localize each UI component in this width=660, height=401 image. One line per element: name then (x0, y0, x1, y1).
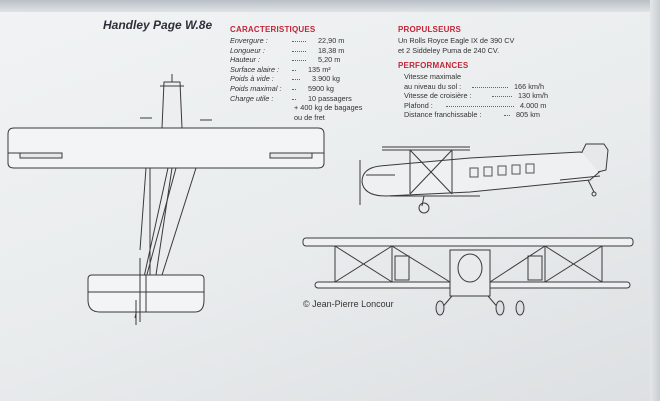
spec-value: 5,20 m (318, 55, 341, 65)
propulseurs-heading: PROPULSEURS (398, 25, 462, 34)
spec-value: 135 m² (308, 64, 331, 74)
spec-extra: + 400 kg de bagages (294, 103, 363, 113)
perf-label: Distance franchissable : (404, 110, 482, 120)
front-view-aircraft (303, 238, 633, 315)
spec-row: Longueur : 18,38 m (230, 46, 362, 56)
perf-label: au niveau du sol : (404, 81, 462, 91)
spec-value: 18,38 m (318, 45, 345, 55)
perf-row: au niveau du sol : 166 km/h (404, 82, 548, 92)
spec-value: 22,90 m (318, 36, 345, 45)
spec-label: Charge utile : (230, 93, 274, 103)
copyright-credit: © Jean-Pierre Loncour (303, 299, 394, 309)
propulseurs-line-1: Un Rolls Royce Eagle IX de 390 CV (398, 36, 515, 45)
frame-right-edge (650, 0, 660, 401)
perf-label: Vitesse de croisière : (404, 91, 472, 101)
spec-row: Poids maximal : 5900 kg (230, 84, 362, 94)
caracteristiques-list: Envergure : 22,90 m Longueur : 18,38 m Hau… (230, 36, 362, 122)
propulseurs-line-2: et 2 Siddeley Puma de 240 CV. (398, 45, 500, 55)
spec-row: Poids à vide : 3.900 kg (230, 74, 362, 84)
perf-label: Plafond : (404, 100, 433, 110)
perf-line: Vitesse maximale (404, 72, 462, 81)
spec-row: Surface alaire : 135 m² (230, 65, 362, 75)
spec-value: 3.900 kg (312, 74, 340, 84)
spec-extra: ou de fret (294, 112, 325, 122)
perf-value: 130 km/h (518, 91, 549, 101)
frame-top-edge (0, 0, 660, 12)
aircraft-title: Handley Page W.8e (103, 18, 213, 32)
perf-value: 805 km (516, 110, 540, 120)
spec-label: Envergure : (230, 36, 268, 45)
perf-row: Vitesse de croisière : 130 km/h (404, 91, 548, 101)
perf-value: 4.000 m (520, 100, 547, 110)
perf-row: Distance franchissable : 805 km (404, 110, 548, 120)
performances-list: Vitesse maximale au niveau du sol : 166 k… (404, 72, 548, 120)
spec-row: Hauteur : 5,20 m (230, 55, 362, 65)
propulseurs-text: Un Rolls Royce Eagle IX de 390 CV et 2 S… (398, 36, 514, 55)
top-view-aircraft (8, 74, 324, 325)
spec-label: Hauteur : (230, 55, 261, 65)
spec-row: Envergure : 22,90 m (230, 36, 362, 46)
spec-row: Charge utile : 10 passagers (230, 94, 362, 104)
spec-value: 5900 kg (308, 83, 334, 93)
spec-label: Poids à vide : (230, 74, 274, 84)
perf-row: Plafond : 4.000 m (404, 101, 548, 111)
perf-value: 166 km/h (514, 81, 545, 91)
spec-label: Poids maximal : (230, 83, 282, 93)
caracteristiques-heading: CARACTERISTIQUES (230, 25, 316, 34)
spec-label: Surface alaire : (230, 64, 280, 74)
side-view-aircraft (360, 144, 608, 213)
spec-value: 10 passagers (308, 93, 352, 103)
spec-label: Longueur : (230, 45, 265, 55)
performances-heading: PERFORMANCES (398, 61, 469, 70)
